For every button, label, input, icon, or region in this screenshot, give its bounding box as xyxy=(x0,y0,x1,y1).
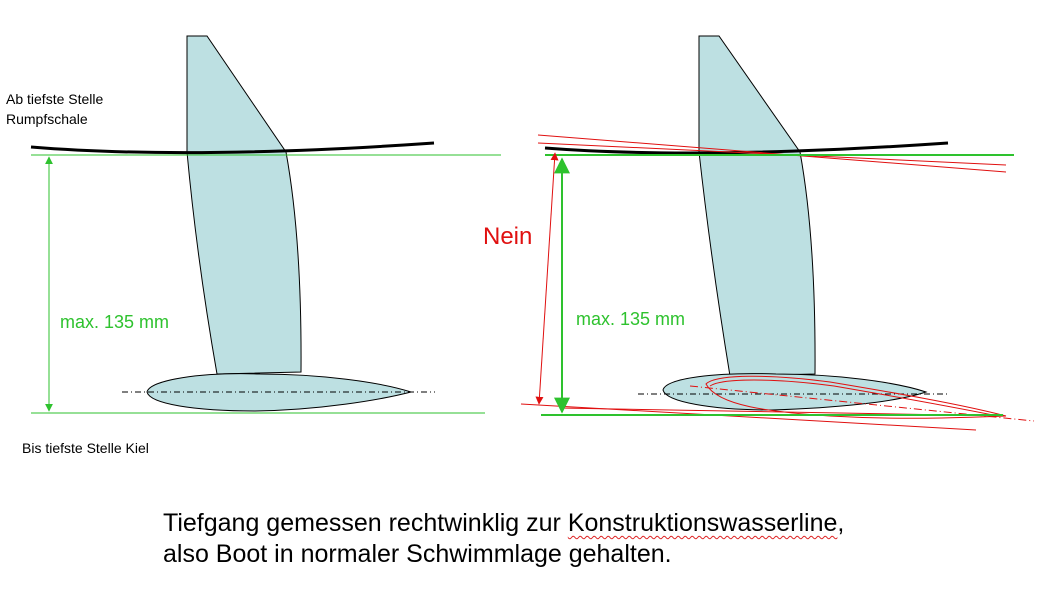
caption-line1-term: Konstruktionswasserline xyxy=(567,509,838,537)
left-hull-line xyxy=(30,141,435,155)
right-diagram: Nein max. 135 mm xyxy=(483,35,1035,431)
label-bottom: Bis tiefste Stelle Kiel xyxy=(22,440,149,456)
caption-line1-prefix: Tiefgang gemessen rechtwinklig zur xyxy=(163,509,568,537)
left-fin xyxy=(186,35,302,375)
caption-line1-suffix: , xyxy=(837,509,845,537)
caption-line1: Tiefgang gemessen rechtwinklig zur Konst… xyxy=(163,508,844,539)
right-draft-value: max. 135 mm xyxy=(576,309,685,329)
right-tilted-bulb-inner xyxy=(709,379,999,417)
right-wrong-arrow xyxy=(535,152,559,405)
left-draft-value: max. 135 mm xyxy=(60,312,169,332)
left-diagram: Ab tiefste Stelle Rumpfschale Bis tiefst… xyxy=(6,35,501,456)
label-top-line1: Ab tiefste Stelle xyxy=(6,91,103,107)
caption: Tiefgang gemessen rechtwinklig zur Konst… xyxy=(163,508,844,570)
caption-line2: also Boot in normaler Schwimmlage gehalt… xyxy=(163,540,672,568)
wrong-label: Nein xyxy=(483,223,532,250)
right-fin xyxy=(698,35,816,377)
right-hull-line xyxy=(544,141,949,155)
label-top-line2: Rumpfschale xyxy=(6,111,88,127)
